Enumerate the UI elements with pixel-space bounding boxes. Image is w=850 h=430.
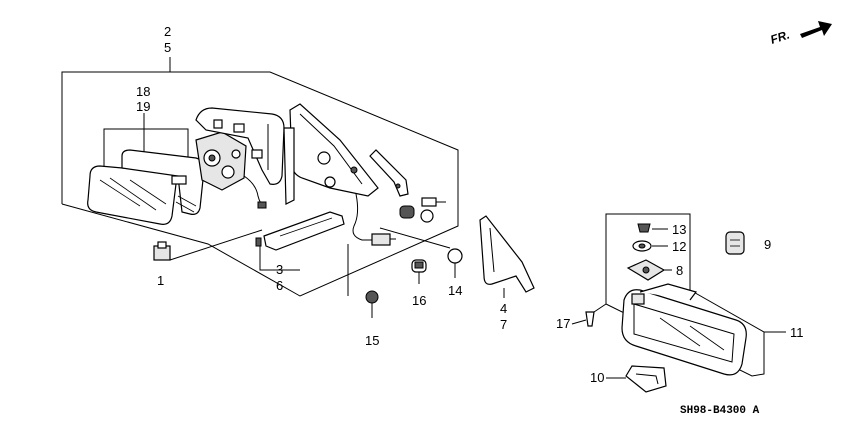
part-11-rearview-mirror: [621, 283, 747, 376]
direction-label: FR.: [769, 28, 792, 47]
callout-5: 5: [164, 40, 171, 55]
drawing-code: SH98-B4300 A: [680, 405, 760, 417]
front-direction-indicator: FR.: [769, 21, 832, 47]
assembly-leader-lines: [169, 227, 451, 296]
inner-leader-lines: [571, 319, 626, 379]
callout-12: 12: [672, 239, 686, 254]
part-15-bolt: [365, 290, 379, 318]
callout-14: 14: [448, 283, 462, 298]
callout-4: 4: [500, 301, 507, 316]
callout-3: 3: [276, 262, 283, 277]
part-10-cover: [625, 365, 667, 393]
part-17-screw: [585, 303, 607, 327]
callout-7: 7: [500, 317, 507, 332]
callout-2: 2: [164, 24, 171, 39]
part-12-washer: [632, 240, 668, 252]
door-mirror-assembly-frame: [61, 57, 459, 297]
part-8-mount: [626, 259, 672, 281]
callout-15: 15: [365, 333, 379, 348]
front-arrow-icon: [800, 21, 832, 38]
callout-16: 16: [412, 293, 426, 308]
mirror-cover-trim: [255, 211, 345, 251]
part-4-triangle-garnish: [479, 215, 535, 298]
mirror-wire-harness: [347, 193, 396, 290]
mirror-mount-base: [283, 103, 379, 205]
part-16-grommet: [411, 259, 427, 284]
callout-13: 13: [672, 222, 686, 237]
callout-9: 9: [764, 237, 771, 252]
callout-labels: 2 5 18 19 1 3 6 15 16 14 4 7 13 12 9 8 1…: [136, 24, 804, 385]
part-14-screw: [447, 248, 463, 278]
callout-10: 10: [590, 370, 604, 385]
callout-8: 8: [676, 263, 683, 278]
mirror-base-gasket: [369, 149, 409, 197]
mirror-mount-nuts: [399, 197, 446, 223]
mirror-housing: [195, 107, 285, 185]
part-9-cover: [725, 231, 745, 255]
inner-mirror-assembly-frame: [605, 213, 786, 377]
mirror-glass: [87, 165, 177, 225]
part-13-screw: [637, 223, 668, 233]
callout-6: 6: [276, 278, 283, 293]
callout-1: 1: [157, 273, 164, 288]
callout-11: 11: [790, 325, 804, 340]
callout-18: 18: [136, 84, 150, 99]
mirror-actuator: [195, 131, 267, 209]
callout-17: 17: [556, 316, 570, 331]
part-1-clip: [153, 241, 171, 261]
callout-19: 19: [136, 99, 150, 114]
